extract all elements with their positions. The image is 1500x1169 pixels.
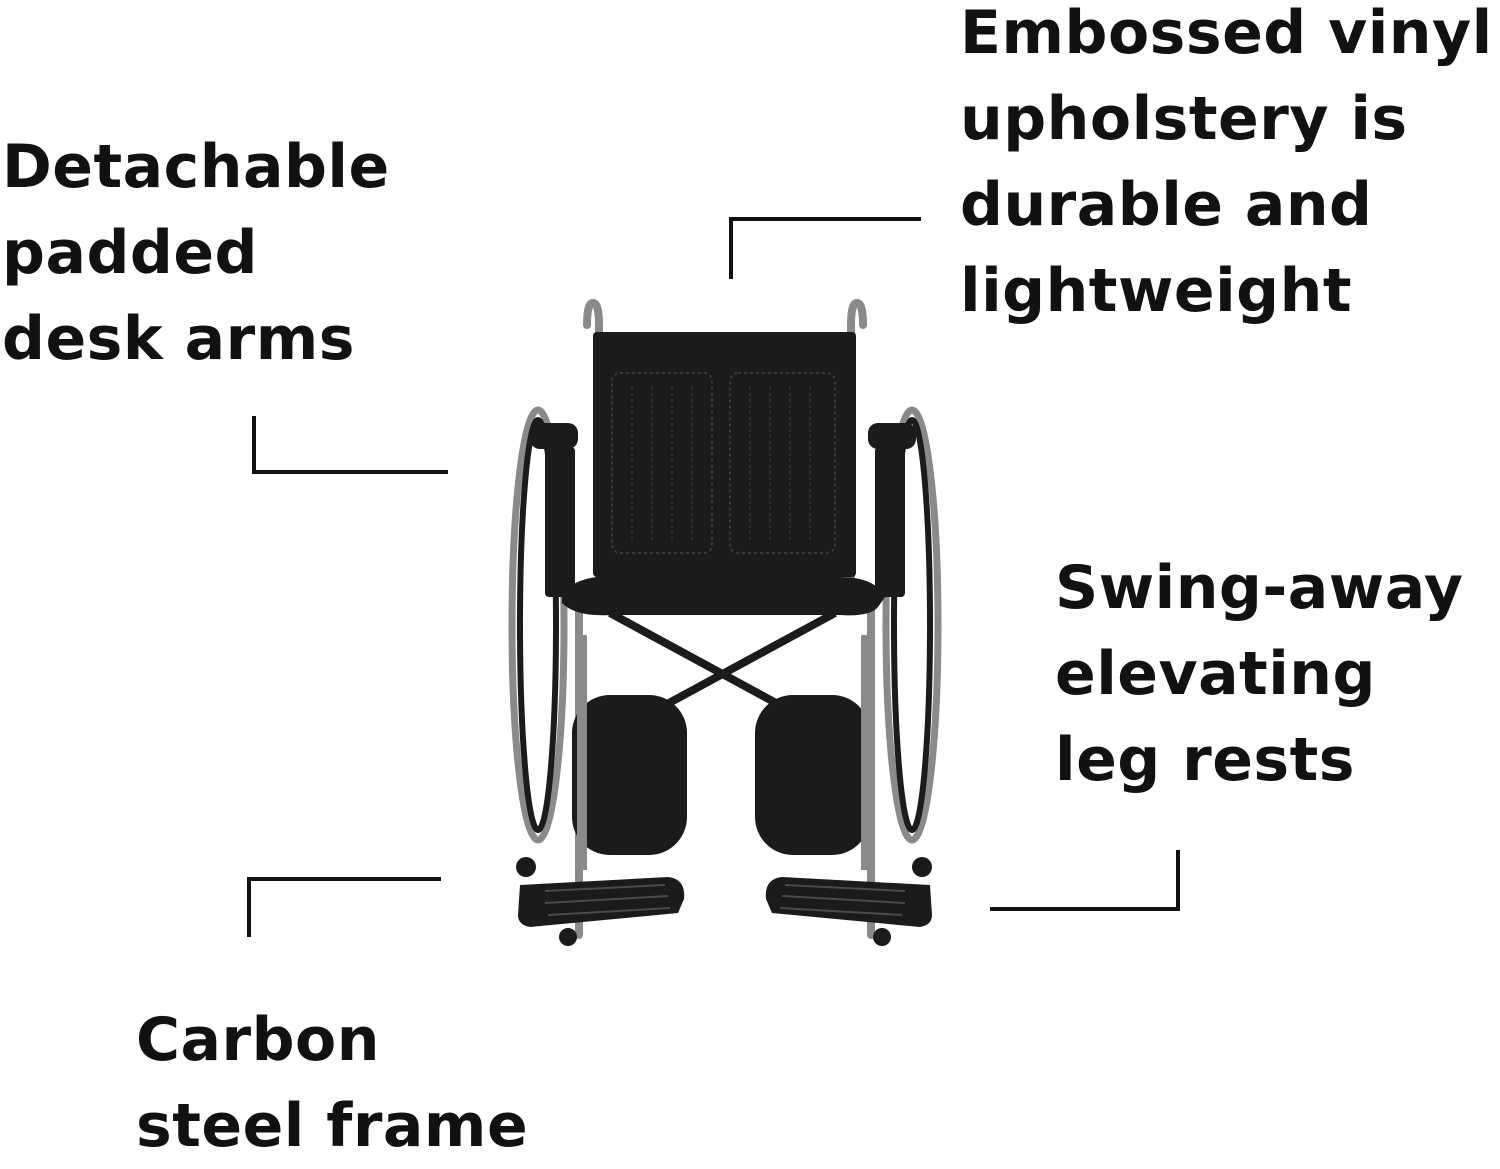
callout-line: Carbon xyxy=(136,1005,380,1075)
rear-wheel-right xyxy=(882,406,942,844)
callout-line: padded xyxy=(2,218,258,288)
callout-swing-away-leg-rests: Swing-away elevating leg rests xyxy=(1055,545,1463,803)
wheelchair-image xyxy=(508,299,942,946)
callout-line: Embossed vinyl xyxy=(960,0,1493,68)
callout-line: elevating xyxy=(1055,639,1376,709)
leader-line-vinyl xyxy=(729,217,921,279)
callout-line: durable and xyxy=(960,170,1373,240)
foot-plates xyxy=(518,877,932,927)
callout-line: upholstery is xyxy=(960,84,1408,154)
callout-line: Swing-away xyxy=(1055,553,1464,623)
leader-line-legs xyxy=(990,850,1180,911)
callout-embossed-vinyl: Embossed vinyl upholstery is durable and… xyxy=(960,0,1493,334)
arm-rests xyxy=(530,423,916,597)
callout-line: desk arms xyxy=(2,304,355,374)
caster-wheels xyxy=(559,928,891,946)
callout-detachable-desk-arms: Detachable padded desk arms xyxy=(2,124,390,382)
callout-line: Detachable xyxy=(2,132,390,202)
seat-upholstery xyxy=(562,576,885,616)
callout-line: lightweight xyxy=(960,256,1353,326)
leader-line-arms xyxy=(252,416,448,474)
callout-line: steel frame xyxy=(136,1091,529,1161)
rear-wheel-left xyxy=(508,406,568,844)
callout-carbon-steel-frame: Carbon steel frame xyxy=(136,997,528,1169)
callout-line: leg rests xyxy=(1055,725,1355,795)
seat-back-upholstery xyxy=(593,332,856,577)
leader-line-frame xyxy=(247,877,441,937)
elevating-leg-rests xyxy=(516,635,932,877)
